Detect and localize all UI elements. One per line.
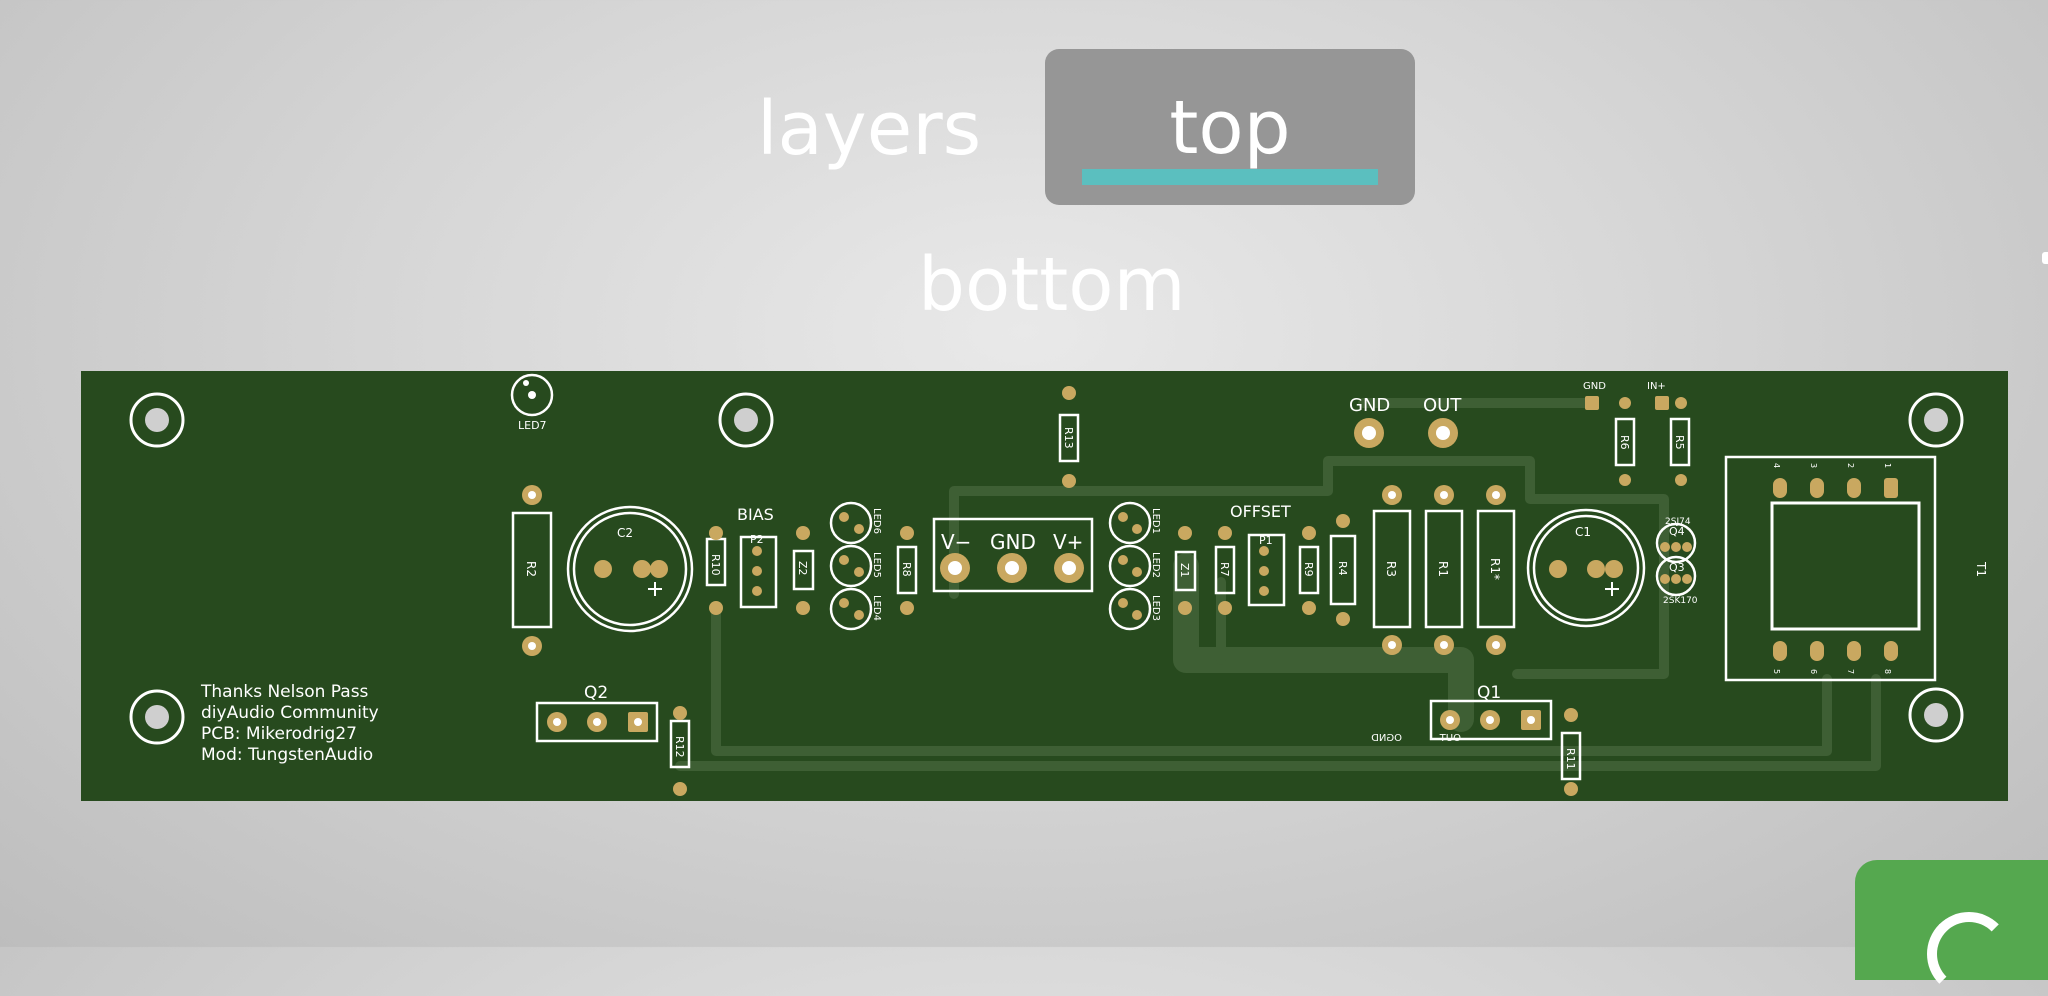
label-q3: Q3 [1669,561,1685,574]
label-r6: R6 [1618,435,1631,450]
label-pin-5: 5 [1772,669,1781,674]
label-pin-3: 3 [1809,463,1818,468]
label-pin-1: 1 [1883,463,1892,468]
label-v-plus: V+ [1053,530,1083,554]
label-led1: LED1 [1150,508,1161,534]
label-led7: LED7 [518,419,547,432]
label-p1: P1 [1259,534,1273,547]
label-r9: R9 [1302,562,1315,577]
credit-line-3: PCB: Mikerodrig27 [201,724,357,744]
label-led2: LED2 [1150,552,1161,578]
label-c2: C2 [617,526,633,540]
label-gnd-small: GND [1583,381,1606,392]
label-ognd-mirrored: OGND [1371,733,1402,744]
label-pin-6: 6 [1809,669,1818,674]
label-r10: R10 [709,554,722,576]
label-r13: R13 [1062,427,1075,449]
label-out-top: OUT [1423,395,1462,416]
label-z1: Z1 [1178,563,1191,578]
label-r3: R3 [1384,561,1398,577]
arrow-icon [1927,912,2011,996]
tab-bottom[interactable]: bottom [918,242,1186,328]
continue-button[interactable] [1855,860,2048,996]
label-r12: R12 [673,736,686,758]
credit-line-4: Mod: TungstenAudio [201,745,373,765]
polarity-marks [648,582,1619,596]
label-q2: Q2 [584,683,608,703]
label-p2: P2 [750,533,764,546]
label-r1-star: R1* [1488,558,1502,580]
mounting-holes [129,392,1964,745]
silkscreen-outlines [510,373,1937,781]
credit-line-1: Thanks Nelson Pass [200,682,369,702]
label-r8: R8 [900,562,913,577]
label-in-plus: IN+ [1647,381,1666,392]
label-out-mirrored: OUT [1439,733,1461,744]
label-offset: OFFSET [1230,502,1291,521]
label-pin-4: 4 [1772,463,1781,468]
label-bias: BIAS [737,505,774,524]
label-pin-7: 7 [1846,669,1855,674]
label-r5: R5 [1673,435,1686,450]
label-r4: R4 [1336,561,1349,576]
pcb-board: Thanks Nelson Pass diyAudio Community PC… [81,371,2008,801]
pcb-substrate [81,371,2008,801]
label-led6: LED6 [871,508,882,534]
label-pin-8: 8 [1883,669,1892,674]
label-gnd: GND [990,530,1036,554]
label-z2: Z2 [796,561,809,576]
label-r11: R11 [1564,748,1577,770]
label-2sj74: 2SJ74 [1665,517,1691,527]
credit-line-2: diyAudio Community [201,703,379,723]
label-c1: C1 [1575,525,1591,539]
tab-top-label: top [1169,85,1291,171]
active-tab-underline [1082,169,1378,185]
label-led3: LED3 [1150,595,1161,621]
label-led5: LED5 [871,552,882,578]
label-q1: Q1 [1477,683,1501,703]
tab-top[interactable]: top [1045,49,1415,205]
label-t1: T1 [1974,561,1988,577]
label-r1: R1 [1436,561,1450,577]
label-gnd-top: GND [1349,395,1390,416]
layers-label: layers [757,86,982,172]
label-r7: R7 [1218,562,1231,577]
label-led4: LED4 [871,595,882,621]
label-r2: R2 [524,561,538,577]
label-2sk170: 2SK170 [1663,596,1698,606]
label-pin-2: 2 [1846,463,1855,468]
label-v-minus: V− [941,530,971,554]
edge-indicator [2042,252,2048,264]
label-q4: Q4 [1669,525,1685,538]
